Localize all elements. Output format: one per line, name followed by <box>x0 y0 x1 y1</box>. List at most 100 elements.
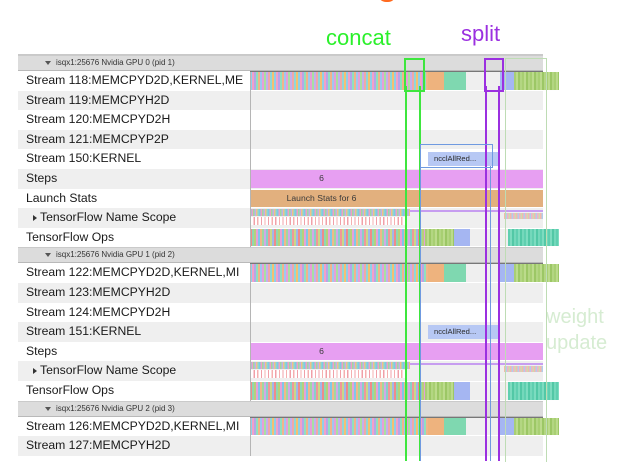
tensorflow-ops-bar <box>250 381 425 400</box>
nccl-allreduce-label: ncclAllRed... <box>434 153 477 163</box>
nccl-allreduce-bar[interactable]: ncclAllRed... <box>428 324 500 339</box>
expand-arrow-icon[interactable] <box>33 214 37 221</box>
group-header-gpu1[interactable]: isqx1:25676 Nvidia GPU 1 (pid 2) <box>18 247 543 264</box>
timeline-track[interactable] <box>250 110 543 130</box>
timeline-row[interactable]: TensorFlow Name Scope <box>18 361 543 381</box>
expand-arrow-icon[interactable] <box>33 367 37 374</box>
kernel-activity-bar <box>250 72 428 90</box>
column-divider <box>250 168 251 189</box>
timeline-row-label: Stream 151:KERNEL <box>26 324 142 339</box>
steps-bar-label: 6 <box>319 345 324 356</box>
timeline-row[interactable]: Stream 127:MEMCPYH2D <box>18 436 543 456</box>
split-kernel-bar <box>500 417 514 436</box>
group-header-label: isqx1:25676 Nvidia GPU 1 (pid 2) <box>56 250 175 260</box>
timeline-row-label: Stream 120:MEMCPYD2H <box>26 112 171 127</box>
tensorflow-ops-concat-bar <box>425 381 454 400</box>
timeline-track[interactable] <box>250 263 559 283</box>
column-divider <box>250 361 251 381</box>
column-divider <box>250 129 251 150</box>
timeline-track[interactable] <box>250 91 543 111</box>
memcpy-bar <box>428 72 444 90</box>
timeline-track[interactable] <box>250 417 559 437</box>
timeline-row[interactable]: Stream 119:MEMCPYH2D <box>18 90 543 111</box>
nccl-allreduce-bar[interactable]: ncclAllRed... <box>428 151 500 167</box>
column-divider <box>250 227 251 248</box>
timeline-track[interactable]: ncclAllRed... <box>250 322 543 342</box>
timeline-track[interactable] <box>250 303 543 323</box>
trace-timeline-panel[interactable]: isqx1:25676 Nvidia GPU 0 (pid 1)Stream 1… <box>18 54 559 462</box>
timeline-track[interactable] <box>250 130 543 150</box>
split-kernel-bar <box>500 72 514 90</box>
memcpy-bar <box>428 264 444 282</box>
timeline-track[interactable] <box>250 71 559 91</box>
name-scope-bar <box>250 209 410 217</box>
group-header-gpu0[interactable]: isqx1:25676 Nvidia GPU 0 (pid 1) <box>18 55 543 71</box>
timeline-track[interactable] <box>250 228 559 248</box>
timeline-track[interactable]: 6 <box>250 342 543 362</box>
name-scope-sub-bar <box>250 370 405 379</box>
timeline-row[interactable]: Stream 151:KERNEL ncclAllRed... <box>18 322 543 342</box>
steps-bar[interactable]: 6 <box>250 342 543 361</box>
timeline-row[interactable]: Stream 150:KERNEL ncclAllRed... <box>18 149 543 169</box>
timeline-track[interactable]: Launch Stats for 6 <box>250 189 543 209</box>
timeline-row[interactable]: Stream 123:MEMCPYH2D <box>18 282 543 303</box>
timeline-row-label: Stream 150:KERNEL <box>26 151 142 166</box>
timeline-row[interactable]: Stream 122:MEMCPYD2D,KERNEL,MI <box>18 263 559 283</box>
timeline-row[interactable]: TensorFlow Name Scope <box>18 208 543 228</box>
annotation-concat: concat <box>326 25 391 50</box>
launch-stats-bar[interactable]: Launch Stats for 6 <box>250 189 543 208</box>
column-divider <box>250 110 251 130</box>
annotation-split: split <box>461 21 501 46</box>
tensorflow-ops-concat-bar <box>425 228 454 247</box>
timeline-track[interactable] <box>250 436 543 456</box>
timeline-row[interactable]: TensorFlow Ops <box>18 227 559 248</box>
timeline-track[interactable]: ncclAllRed... <box>250 149 543 169</box>
name-scope-tail-bar <box>504 366 543 373</box>
name-scope-bar <box>250 362 410 370</box>
timeline-track[interactable] <box>250 283 543 303</box>
column-divider <box>250 380 251 401</box>
timeline-row-label: TensorFlow Ops <box>26 382 115 397</box>
timeline-track[interactable] <box>250 208 543 228</box>
timeline-row-label: Stream 123:MEMCPYH2D <box>26 284 171 299</box>
cut-off-orange-marker <box>378 0 396 2</box>
timeline-row[interactable]: Stream 126:MEMCPYD2D,KERNEL,MI <box>18 416 559 437</box>
timeline-row[interactable]: Stream 118:MEMCPYD2D,KERNEL,ME <box>18 71 559 91</box>
timeline-row[interactable]: Stream 124:MEMCPYD2H <box>18 302 543 323</box>
weight-update-bar <box>514 72 559 90</box>
timeline-row[interactable]: TensorFlow Ops <box>18 380 559 401</box>
timeline-row[interactable]: Stream 121:MEMCPYP2P <box>18 129 543 150</box>
column-divider <box>250 302 251 323</box>
column-divider <box>250 322 251 342</box>
timeline-row-label: Launch Stats <box>26 190 98 205</box>
timeline-row[interactable]: Stream 120:MEMCPYD2H <box>18 110 543 130</box>
concat-kernel-bar <box>444 72 466 90</box>
timeline-row-label: Stream 126:MEMCPYD2D,KERNEL,MI <box>26 418 240 433</box>
column-divider <box>250 208 251 228</box>
timeline-row-label: Steps <box>26 343 58 358</box>
launch-stats-bar-label: Launch Stats for 6 <box>286 192 357 203</box>
empty-track <box>250 303 543 322</box>
column-divider <box>250 416 251 437</box>
tensorflow-ops-idle <box>470 228 508 247</box>
timeline-row[interactable]: Steps 6 <box>18 341 543 362</box>
name-scope-span-line <box>410 210 543 213</box>
timeline-track[interactable] <box>250 361 543 381</box>
weight-update-bar <box>514 264 559 282</box>
name-scope-sub-bar <box>250 217 405 226</box>
timeline-row[interactable]: Launch Stats Launch Stats for 6 <box>18 188 543 209</box>
chevron-down-icon <box>45 253 51 258</box>
concat-kernel-bar <box>444 417 466 436</box>
tensorflow-ops-update-bar <box>508 228 559 247</box>
steps-bar-label: 6 <box>319 172 324 183</box>
tensorflow-ops-gap-bar <box>454 228 470 247</box>
tensorflow-ops-update-bar <box>508 381 559 400</box>
column-divider <box>250 90 251 111</box>
chevron-down-icon <box>45 406 51 411</box>
timeline-track[interactable]: 6 <box>250 169 543 189</box>
split-kernel-bar <box>500 264 514 282</box>
group-header-gpu2[interactable]: isqx1:25676 Nvidia GPU 2 (pid 3) <box>18 400 543 417</box>
timeline-track[interactable] <box>250 381 559 401</box>
steps-bar[interactable]: 6 <box>250 169 543 188</box>
